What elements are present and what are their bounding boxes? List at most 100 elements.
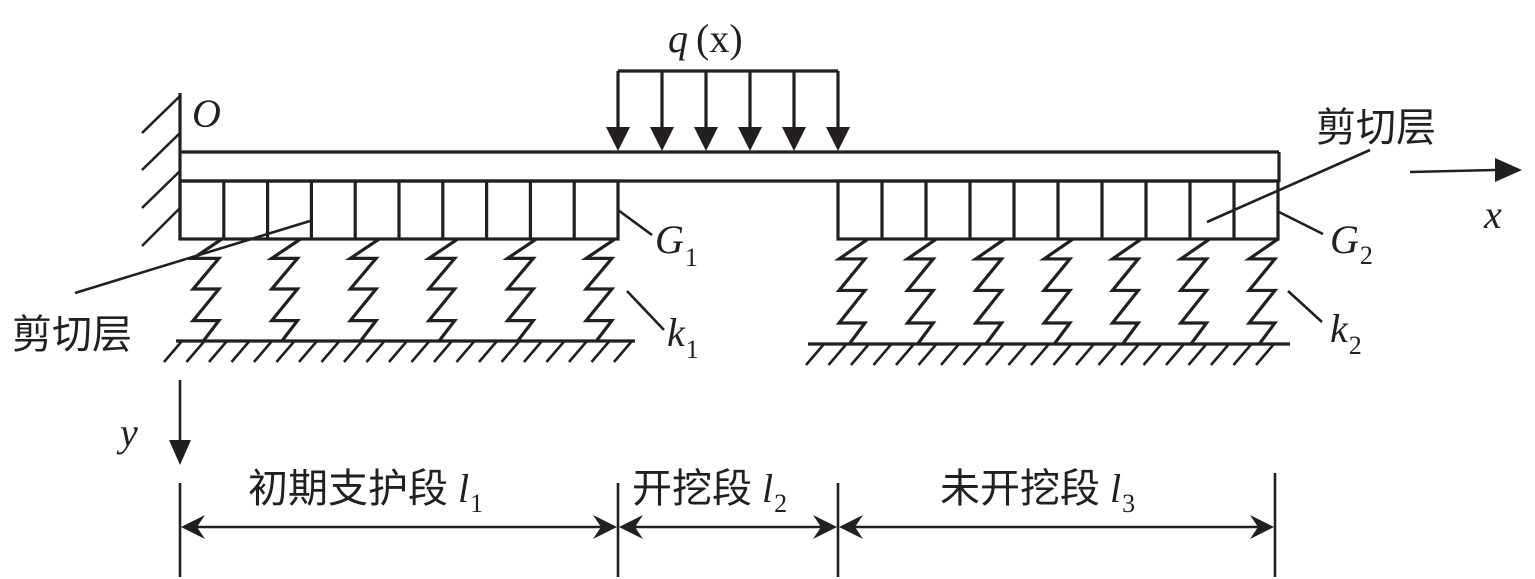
ground-hatch	[1075, 343, 1095, 366]
origin-label: O	[192, 91, 221, 136]
leader-k1	[626, 290, 665, 331]
ground-hatch	[568, 340, 588, 363]
leader-shear-right	[1206, 148, 1371, 224]
shear-layer-label-right: 剪切层	[1316, 105, 1436, 151]
ground-hatch	[545, 340, 566, 363]
leader-k2	[1287, 290, 1323, 323]
ground-hatch	[1030, 343, 1050, 366]
ground-hatch	[827, 343, 848, 366]
ground-hatch	[872, 343, 893, 366]
ground-hatch	[590, 340, 611, 363]
dimension-arrowhead-left	[181, 515, 205, 539]
ground-hatch	[320, 340, 341, 363]
load-arrow-head	[826, 127, 850, 151]
fixed-wall-support	[141, 93, 182, 247]
dimension-arrowhead-right	[593, 515, 617, 539]
k2-label: k2	[1330, 306, 1362, 360]
spring	[502, 237, 538, 342]
spring	[902, 237, 938, 345]
ground-hatch	[1165, 343, 1185, 366]
ground-hatch	[275, 340, 296, 363]
ground-hatch	[253, 340, 273, 363]
ground-hatch	[1255, 343, 1275, 366]
dimension-arrowhead-right	[1250, 515, 1274, 539]
load-arrow-head	[738, 127, 762, 151]
ground-hatch	[1052, 343, 1073, 366]
spring	[1107, 237, 1143, 345]
ground-hatch	[1210, 343, 1230, 366]
dimension-arrows	[181, 515, 1274, 539]
ground-hatch	[410, 340, 431, 363]
k1-label: k1	[667, 310, 699, 364]
g1-label: G1	[655, 217, 698, 272]
spring	[833, 237, 869, 345]
spring	[345, 237, 381, 342]
spring	[580, 237, 616, 342]
spring	[187, 237, 223, 342]
ground-right	[805, 342, 1290, 366]
dimension-arrowhead-right	[813, 515, 837, 539]
ground-hatch	[1120, 343, 1140, 366]
spring	[423, 237, 459, 342]
springs-right	[833, 237, 1279, 345]
x-axis-label: x	[1483, 192, 1502, 237]
shear-layer-left	[178, 179, 620, 241]
springs-left	[187, 237, 616, 342]
ground-hatch	[298, 340, 318, 363]
load-arrow-head	[694, 127, 718, 151]
ground-hatch	[185, 340, 206, 363]
dimension-arrowhead-left	[619, 515, 643, 539]
dimension-arrowhead-left	[839, 515, 863, 539]
ground-hatch	[523, 340, 543, 363]
ground-hatch	[1007, 343, 1028, 366]
ground-hatch	[850, 343, 870, 366]
spring	[970, 237, 1006, 345]
y-axis-arrow	[169, 380, 191, 465]
ground-hatch	[917, 343, 938, 366]
spring	[1038, 237, 1074, 345]
dimension-ticks	[178, 473, 1277, 577]
ground-hatch	[388, 340, 408, 363]
load-label: q(x)	[668, 16, 743, 61]
ground-hatch	[1142, 343, 1163, 366]
y-axis-label: y	[116, 410, 138, 455]
ground-hatch	[230, 340, 251, 363]
spring	[1243, 237, 1279, 345]
ground-hatch	[1232, 343, 1253, 366]
ground-hatch	[805, 343, 825, 366]
ground-hatch	[455, 340, 476, 363]
load-arrow-head	[782, 127, 806, 151]
leader-g1	[617, 208, 653, 237]
ground-hatch	[613, 340, 633, 363]
ground-hatch	[163, 340, 183, 363]
shear-layer-right	[836, 179, 1280, 241]
load-arrow-head	[606, 127, 630, 151]
ground-hatch	[500, 340, 521, 363]
leader-shear-left	[74, 219, 311, 295]
ground-hatch	[1097, 343, 1118, 366]
ground-hatch	[433, 340, 453, 363]
distributed-load	[606, 69, 850, 151]
ground-hatch	[365, 340, 386, 363]
spring	[266, 237, 302, 342]
load-arrow-head	[650, 127, 674, 151]
ground-hatch	[478, 340, 498, 363]
ground-hatch	[343, 340, 363, 363]
x-axis-arrow	[1409, 158, 1522, 182]
ground-left	[163, 339, 635, 363]
shear-layer-label-left: 剪切层	[12, 312, 132, 358]
spring	[1175, 237, 1211, 345]
ground-hatch	[208, 340, 228, 363]
beam	[180, 150, 1281, 183]
ground-hatch	[895, 343, 915, 366]
ground-hatch	[985, 343, 1005, 366]
ground-hatch	[940, 343, 960, 366]
leader-g2	[1276, 209, 1324, 236]
g2-label: G2	[1330, 217, 1373, 270]
ground-hatch	[1187, 343, 1208, 366]
ground-hatch	[962, 343, 983, 366]
